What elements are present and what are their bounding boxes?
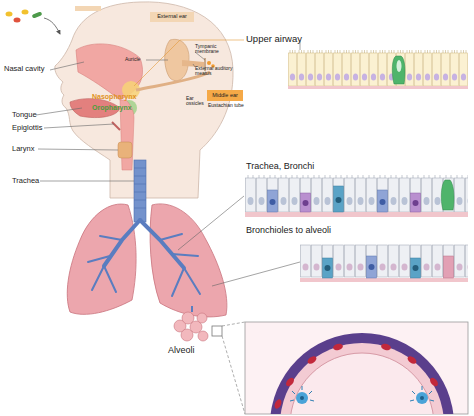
nasal-cavity — [76, 44, 143, 100]
part-label: Auricle — [125, 57, 147, 62]
label-box: Middle ear — [207, 90, 243, 101]
microbe — [32, 11, 43, 18]
bronchial-tree — [88, 220, 200, 296]
alveoli-cluster — [174, 306, 245, 414]
microbes — [6, 10, 61, 35]
left-lung — [67, 204, 136, 314]
box-label: Middle ear — [212, 93, 238, 99]
part-label: Alveoli — [168, 346, 218, 355]
microbe — [14, 18, 21, 23]
part-label: Upper airway — [246, 34, 336, 44]
microbe — [22, 10, 29, 15]
part-label: Epiglottis — [12, 124, 52, 132]
ossicle — [207, 61, 211, 65]
part-label: Ear ossicles — [186, 96, 210, 107]
part-label: Tympanic membrane — [195, 44, 233, 55]
part-label: Bronchioles to alveoli — [246, 226, 376, 235]
trachea-rings — [134, 168, 146, 208]
right-lung — [150, 204, 227, 317]
macrophage — [410, 386, 434, 404]
zoom-line — [222, 336, 245, 414]
part-label: Tongue — [12, 111, 52, 119]
part-label: Trachea, Bronchi — [246, 162, 356, 171]
part-label: Oropharynx — [92, 104, 152, 111]
bronchiolar-epithelium — [300, 243, 468, 282]
part-label: External auditory meatus — [195, 66, 235, 77]
inhale-arrow — [44, 18, 60, 34]
upper-airway-epithelium — [288, 50, 468, 89]
capillary-zoom — [245, 322, 468, 416]
box-label: External ear — [157, 14, 187, 20]
part-label: Nasal cavity — [4, 65, 54, 73]
larynx — [118, 142, 132, 158]
part-label: Nasopharynx — [92, 93, 152, 100]
part-label: Larynx — [12, 145, 52, 153]
zoom-line — [222, 322, 245, 326]
label-box: External ear — [150, 12, 194, 22]
macrophage — [290, 386, 314, 404]
bronchial-epithelium — [245, 175, 468, 217]
ear-band — [75, 6, 101, 11]
microbe — [6, 12, 13, 17]
auricle — [165, 39, 189, 80]
lungs — [67, 160, 227, 317]
epiglottis — [112, 122, 120, 130]
zoom-marker — [212, 326, 222, 336]
trachea — [134, 160, 146, 222]
part-label: Eustachian tube — [208, 103, 248, 108]
part-label: Trachea — [12, 177, 52, 185]
